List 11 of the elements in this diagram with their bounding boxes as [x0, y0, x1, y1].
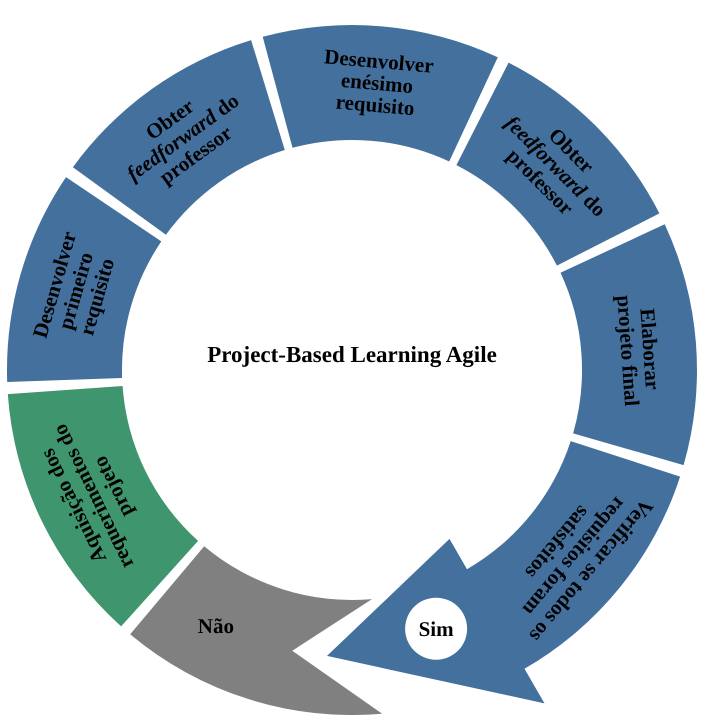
ring-segment — [456, 62, 660, 266]
ring-segment — [262, 25, 498, 162]
ring-segment — [560, 224, 697, 466]
decision-circle — [405, 598, 468, 660]
step-label: Elaborar projeto final — [613, 293, 666, 409]
step-label: Não — [198, 615, 234, 638]
step-label: Sim — [418, 618, 454, 640]
center-label: Project-Based Learning Agile — [206, 341, 498, 370]
step-label: Desenvolver enésimo requisito — [322, 44, 436, 122]
arrow-segment — [327, 441, 680, 704]
ring-segment — [8, 386, 198, 626]
